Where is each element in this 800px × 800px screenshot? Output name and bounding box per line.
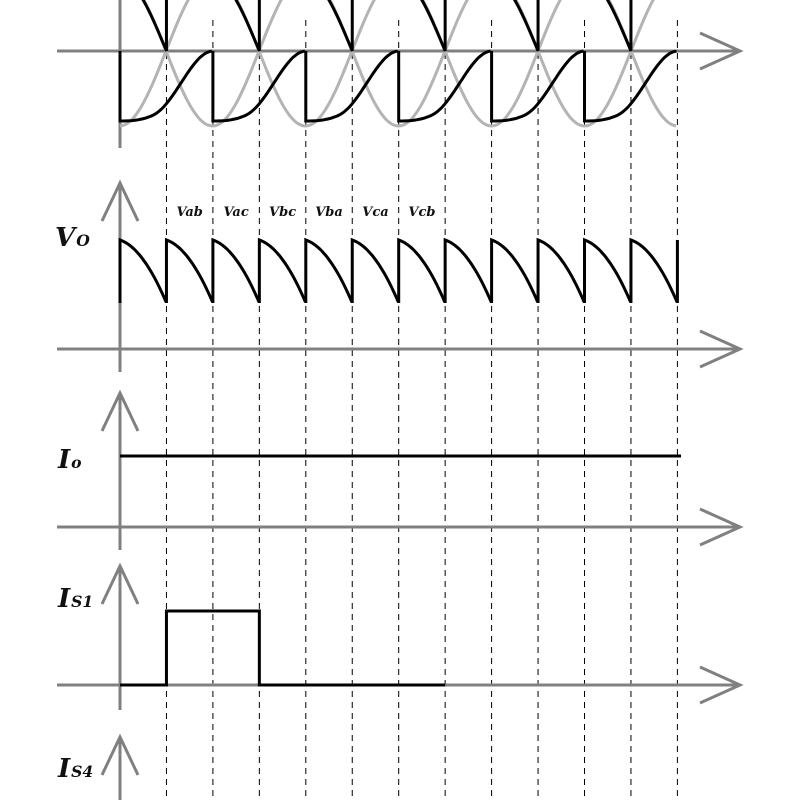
axis-arrowhead-icon [100, 179, 140, 222]
axis-arrowhead-icon [100, 389, 140, 432]
line-voltage-curve-lower [397, 49, 491, 123]
line-voltage-curve-upper [605, 0, 633, 52]
conduction-interval-label: Vba [315, 205, 343, 220]
output-voltage-ripple [490, 237, 539, 303]
axis-arrowhead-icon [100, 733, 140, 776]
output-voltage-ripple [583, 237, 632, 303]
output-voltage-ripple [304, 237, 354, 303]
conduction-interval-label: Vcb [408, 205, 435, 220]
output-voltage-ripple [629, 237, 679, 303]
line-voltage-curve-lower [211, 49, 306, 123]
conduction-interval-label: Vab [176, 205, 202, 220]
line-voltage-curve-lower [490, 49, 584, 123]
output-voltage-ripple [257, 237, 307, 303]
line-voltage-curve-lower [118, 49, 213, 123]
switch-current-s1-trace [120, 609, 446, 687]
axis-arrowhead-icon [699, 329, 744, 369]
switch-current-s4-label: IS4 [57, 754, 93, 784]
axis-arrowhead-icon [699, 31, 744, 71]
line-voltage-curve-upper [141, 0, 168, 52]
axis-arrowhead-icon [699, 665, 744, 705]
output-voltage-ripple [350, 237, 400, 303]
phase-voltage-curve [142, 0, 655, 128]
output-voltage-ripple [536, 237, 586, 303]
line-voltage-curve-lower [583, 49, 677, 123]
line-voltage-curve-upper [234, 0, 261, 52]
output-voltage-ripple [397, 237, 447, 303]
output-current-label: Io [57, 445, 82, 475]
axis-arrowhead-icon [699, 507, 744, 547]
conduction-interval-label: Vbc [269, 205, 296, 220]
output-voltage-ripple [211, 237, 261, 303]
output-voltage-ripple [443, 237, 493, 303]
line-voltage-curve-upper [513, 0, 540, 52]
line-voltage-curve-upper [327, 0, 354, 52]
switch-current-s1-label: IS1 [57, 584, 93, 614]
axis-arrowhead-icon [100, 562, 140, 605]
conduction-interval-label: Vac [224, 205, 249, 220]
line-voltage-curve-upper [420, 0, 447, 52]
output-voltage-ripple [118, 237, 168, 303]
output-voltage-label: VO [55, 223, 90, 253]
output-voltage-ripple [164, 237, 214, 303]
conduction-interval-label: Vca [362, 205, 388, 220]
line-voltage-curve-lower [304, 49, 399, 123]
